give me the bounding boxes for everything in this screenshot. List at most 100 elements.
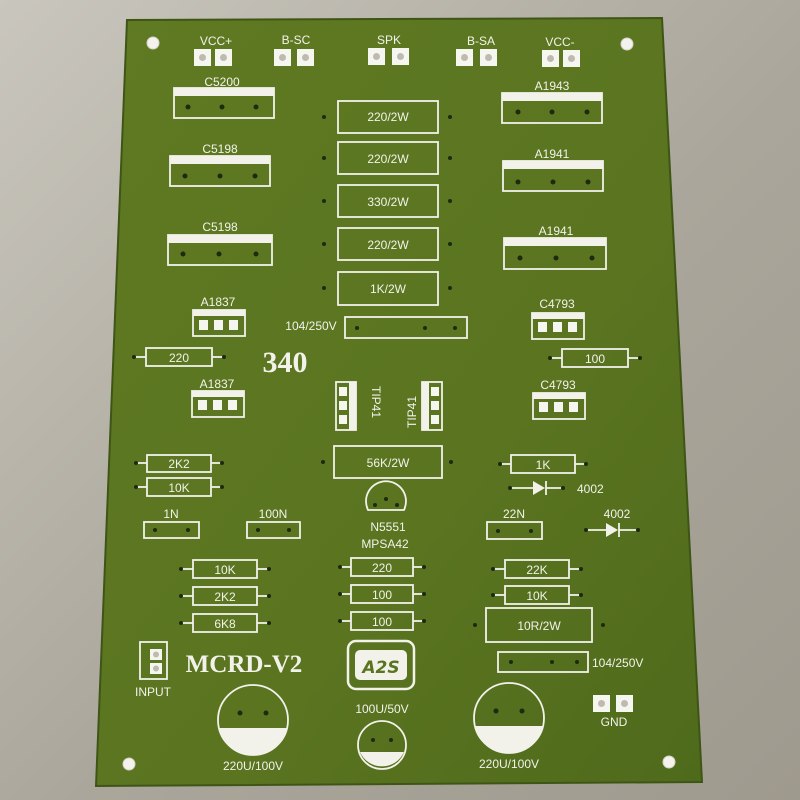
component-label: 104/250V <box>592 656 643 670</box>
component-label: 4002 <box>604 507 631 521</box>
component-label: 100N <box>259 507 288 521</box>
connector-label: VCC- <box>545 35 574 49</box>
component-label: 100 <box>372 588 392 602</box>
transistor-a1941-2: A1941 <box>503 224 607 270</box>
resistor-220-left: 220 <box>132 347 226 367</box>
component-label: 10K <box>168 481 189 495</box>
transistor-n5551: N5551 MPSA42 <box>361 480 409 551</box>
capacitor-104-top: 104/250V <box>285 316 468 339</box>
connector-label: INPUT <box>135 685 172 699</box>
resistor-100-right: 100 <box>548 348 642 368</box>
pcb-substrate <box>94 16 704 788</box>
component-label: 220 <box>169 351 189 365</box>
connector-input: INPUT <box>135 641 172 699</box>
transistor-c5198-1: C5198 <box>169 142 271 187</box>
transistor-a1837-2: A1837 <box>191 377 245 418</box>
mounting-hole <box>146 36 160 50</box>
component-label: 10K <box>526 589 547 603</box>
brand-logo: A2S <box>346 639 416 691</box>
mounting-hole <box>662 755 676 769</box>
resistor-10k-b: 10K <box>179 559 271 579</box>
component-label: MPSA42 <box>361 537 409 551</box>
mounting-hole <box>620 37 634 51</box>
transistor-a1837-1: A1837 <box>192 295 246 337</box>
diode-d1: 4002 <box>508 481 604 496</box>
capacitor-100n: 100N <box>246 507 301 539</box>
capacitor-220u-left: 220U/100V <box>217 684 289 773</box>
component-label: 220/2W <box>367 238 409 252</box>
resistor-56k: 56K/2W <box>321 445 453 479</box>
connector-spk: SPK <box>368 33 409 65</box>
board-number: 340 <box>263 346 308 379</box>
component-label: C4793 <box>540 378 576 392</box>
component-label: 220U/100V <box>223 759 283 773</box>
component-label: 1K <box>536 458 551 472</box>
transistor-c5198-2: C5198 <box>167 220 273 266</box>
resistor-r5: 1K/2W <box>322 271 452 306</box>
capacitor-104-bottom: 104/250V <box>497 651 643 673</box>
resistor-22k: 22K <box>491 559 583 579</box>
capacitor-220u-right: 220U/100V <box>473 682 545 771</box>
component-label: 6K8 <box>214 617 236 631</box>
connector-vcc-minus: VCC- <box>542 35 580 67</box>
component-label: 100U/50V <box>355 702 408 716</box>
connector-label: SPK <box>377 33 401 47</box>
transistor-a1941-1: A1941 <box>502 147 604 192</box>
component-label: A1837 <box>201 295 236 309</box>
connector-vcc-plus: VCC+ <box>194 34 232 66</box>
component-label: 1N <box>163 507 178 521</box>
component-label: 4002 <box>577 482 604 496</box>
board-title: MCRD-V2 <box>186 651 303 678</box>
component-label: C5200 <box>204 75 240 89</box>
resistor-r1: 220/2W <box>322 100 452 134</box>
component-label: 220/2W <box>367 110 409 124</box>
resistor-10r: 10R/2W <box>473 607 605 643</box>
resistor-100-mid-1: 100 <box>338 584 426 604</box>
component-label: 220U/100V <box>479 757 539 771</box>
component-label: C5198 <box>202 220 238 234</box>
component-label: A1943 <box>535 79 570 93</box>
component-label: 10K <box>214 563 235 577</box>
resistor-r3: 330/2W <box>322 184 452 218</box>
transistor-c4793-2: C4793 <box>532 378 586 420</box>
component-label: C5198 <box>202 142 238 156</box>
connector-label: B-SA <box>467 34 495 48</box>
component-label: A1941 <box>535 147 570 161</box>
connector-b-sc: B-SC <box>274 33 314 66</box>
mounting-hole <box>122 757 136 771</box>
capacitor-22n: 22N <box>486 507 543 540</box>
component-label: C4793 <box>539 297 575 311</box>
connector-label: GND <box>601 715 628 729</box>
component-label: 1K/2W <box>370 282 407 296</box>
transistor-c5200: C5200 <box>173 75 275 119</box>
component-label: TIP41 <box>405 396 419 428</box>
component-label: 56K/2W <box>367 456 410 470</box>
connector-gnd: GND <box>593 695 633 729</box>
component-label: 330/2W <box>367 195 409 209</box>
component-label: 10R/2W <box>517 619 561 633</box>
component-label: 2K2 <box>168 457 190 471</box>
component-label: 220 <box>372 561 392 575</box>
resistor-1k: 1K <box>498 454 588 474</box>
connector-label: VCC+ <box>200 34 232 48</box>
resistor-220-mid: 220 <box>338 557 426 577</box>
component-label: 104/250V <box>285 319 336 333</box>
component-label: 100 <box>585 352 605 366</box>
resistor-10k-c: 10K <box>491 585 583 605</box>
svg-text:A2S: A2S <box>360 658 399 678</box>
component-label: 22N <box>503 507 525 521</box>
component-label: N5551 <box>370 520 406 534</box>
component-label: A1941 <box>539 224 574 238</box>
resistor-2k2-a: 2K2 <box>134 454 224 473</box>
capacitor-100u: 100U/50V <box>355 702 409 770</box>
component-label: TIP41 <box>369 386 383 418</box>
component-label: 22K <box>526 563 547 577</box>
component-label: A1837 <box>200 377 235 391</box>
resistor-2k2-b: 2K2 <box>179 586 271 606</box>
resistor-r2: 220/2W <box>322 141 452 175</box>
component-label: 2K2 <box>214 590 236 604</box>
resistor-6k8: 6K8 <box>179 613 271 633</box>
capacitor-1n: 1N <box>143 507 200 539</box>
